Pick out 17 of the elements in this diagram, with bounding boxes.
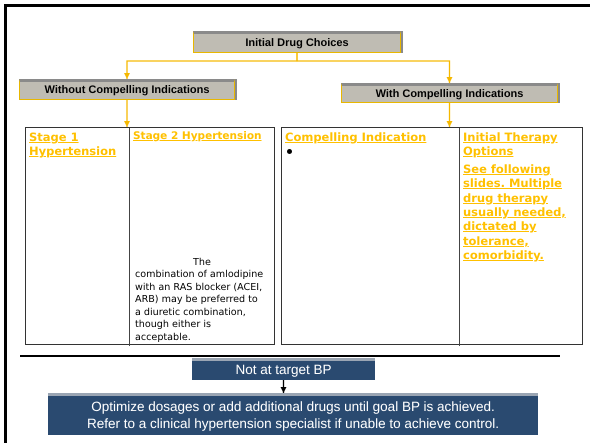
arrow: [280, 380, 286, 393]
title-box: Initial Drug Choices: [193, 31, 401, 53]
column-heading: Initial Therapy Options: [463, 130, 559, 159]
column-heading: Stage 2 Hypertension: [133, 130, 263, 144]
result-box: Optimize dosages or add additional drugs until goal BP is achieved. Refer to a clinical hypertension specialist if unable to achieve control.: [48, 393, 538, 435]
cell-text: The combination of amlodipine with an RAS blocker (ACEI, ARB) may be preferred to a diuretic combination, though either is acceptable.: [134, 256, 264, 344]
table-box: [281, 127, 583, 345]
column-heading: Compelling Indication: [285, 130, 428, 144]
arrow: [446, 103, 452, 127]
cell-text: See following slides. Multiple drug therapy usually needed, dictated by tolerance, comorbidity.: [463, 162, 567, 262]
arrow: [296, 53, 452, 83]
arrow: [124, 100, 130, 127]
result-box: Not at target BP: [192, 358, 375, 380]
column-heading: Stage 1 Hypertension: [29, 130, 118, 159]
table-box: [25, 127, 275, 345]
title-box: Without Compelling Indications: [19, 79, 235, 100]
title-box: With Compelling Indications: [341, 83, 558, 103]
